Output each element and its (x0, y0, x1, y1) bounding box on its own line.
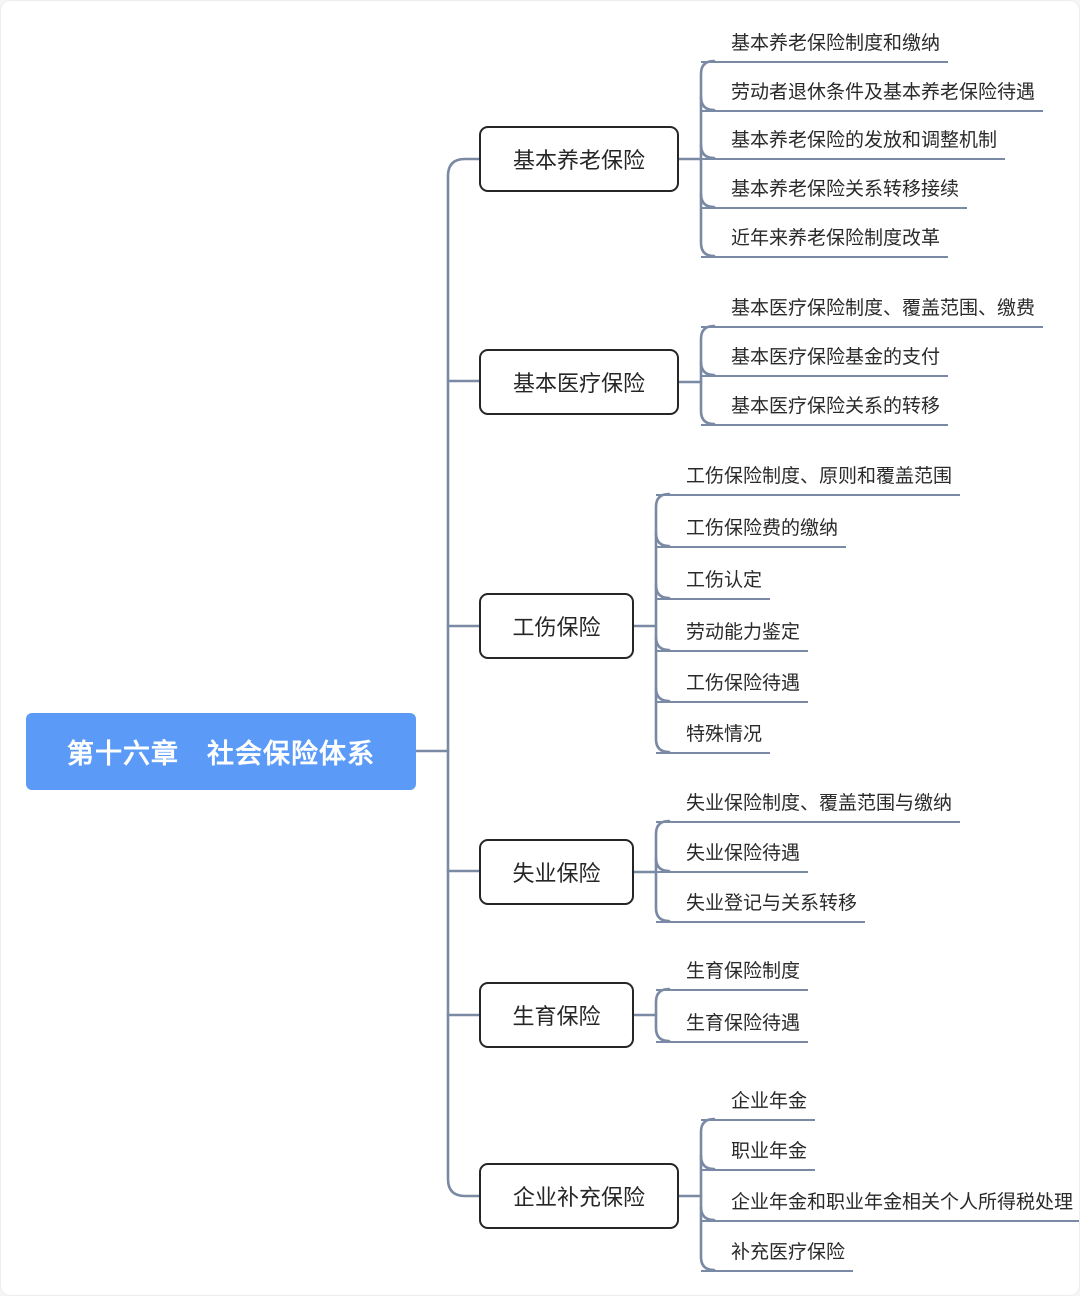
leaf-node[interactable]: 生育保险待遇 (656, 1011, 809, 1043)
leaf-node[interactable]: 企业年金 (701, 1089, 816, 1121)
trunk-line (446, 157, 481, 1198)
leaf-node[interactable]: 劳动者退休条件及基本养老保险待遇 (701, 80, 1044, 112)
leaf-node[interactable]: 失业保险待遇 (656, 841, 809, 873)
leaf-node[interactable]: 失业保险制度、覆盖范围与缴纳 (656, 791, 961, 823)
root-node-chapter[interactable]: 第十六章 社会保险体系 (26, 713, 416, 790)
leaf-node[interactable]: 企业年金和职业年金相关个人所得税处理 (701, 1190, 1079, 1222)
leaf-node[interactable]: 工伤保险待遇 (656, 671, 809, 703)
leaf-node[interactable]: 工伤保险制度、原则和覆盖范围 (656, 464, 961, 496)
branch-node-work-injury-insurance[interactable]: 工伤保险 (479, 593, 634, 659)
branch-node-enterprise-supplementary-insurance[interactable]: 企业补充保险 (479, 1163, 679, 1229)
leaf-node[interactable]: 工伤认定 (656, 568, 771, 600)
leaf-node[interactable]: 补充医疗保险 (701, 1240, 854, 1272)
leaf-node[interactable]: 特殊情况 (656, 722, 771, 754)
leaf-node[interactable]: 生育保险制度 (656, 959, 809, 991)
branch-node-basic-medical-insurance[interactable]: 基本医疗保险 (479, 349, 679, 415)
leaf-node[interactable]: 基本医疗保险制度、覆盖范围、缴费 (701, 296, 1044, 328)
branch-node-unemployment-insurance[interactable]: 失业保险 (479, 839, 634, 905)
leaf-node[interactable]: 失业登记与关系转移 (656, 891, 866, 923)
leaf-node[interactable]: 工伤保险费的缴纳 (656, 516, 847, 548)
leaf-node[interactable]: 基本医疗保险关系的转移 (701, 394, 949, 426)
leaf-node[interactable]: 基本医疗保险基金的支付 (701, 345, 949, 377)
branch-node-maternity-insurance[interactable]: 生育保险 (479, 982, 634, 1048)
branch-node-basic-pension-insurance[interactable]: 基本养老保险 (479, 126, 679, 192)
leaf-node[interactable]: 基本养老保险制度和缴纳 (701, 31, 949, 63)
leaf-node[interactable]: 基本养老保险关系转移接续 (701, 177, 968, 209)
leaf-node[interactable]: 劳动能力鉴定 (656, 620, 809, 652)
leaf-node[interactable]: 基本养老保险的发放和调整机制 (701, 128, 1006, 160)
leaf-node[interactable]: 近年来养老保险制度改革 (701, 226, 949, 258)
leaf-node[interactable]: 职业年金 (701, 1139, 816, 1171)
